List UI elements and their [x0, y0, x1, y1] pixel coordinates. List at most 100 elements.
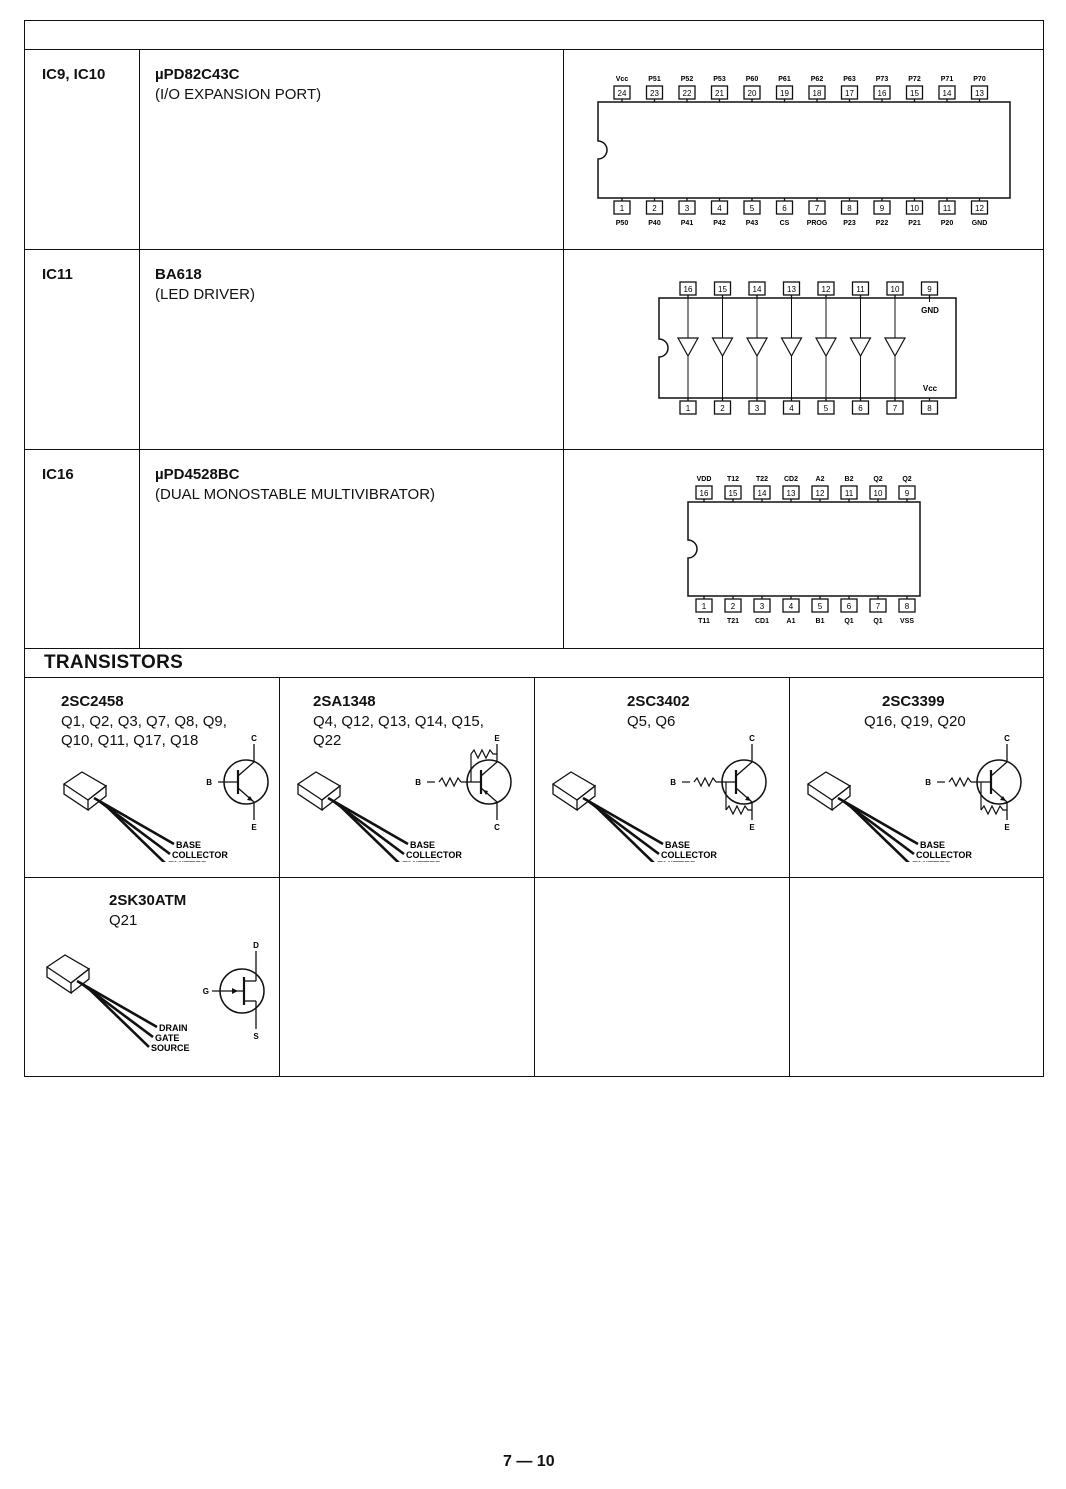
pin-label: T12: [727, 476, 739, 483]
pin-number: 21: [715, 89, 724, 98]
collector-lead: [735, 761, 753, 777]
ic-part-number: µPD82C43C: [155, 66, 240, 83]
package-top: [806, 771, 852, 801]
pin-box: [710, 200, 729, 215]
package-front: [576, 784, 596, 811]
pin-label: B1: [816, 618, 825, 625]
ic-part-number: BA618: [155, 266, 202, 283]
pin-label: Q2: [873, 476, 882, 483]
package-top: [551, 771, 597, 801]
pin-label: P20: [941, 220, 954, 227]
transistor-part: 2SC2458: [61, 693, 124, 710]
row-divider: [24, 49, 1044, 50]
pin-number: 10: [910, 204, 919, 213]
lead-label: EMITTER: [402, 860, 442, 862]
lead-label: COLLECTOR: [661, 850, 717, 860]
ic-description: (LED DRIVER): [155, 286, 256, 303]
package-top: [45, 954, 91, 984]
transistor-part: 2SA1348: [313, 693, 376, 710]
lead-label: EMITTER: [168, 860, 208, 862]
ic-description: (DUAL MONOSTABLE MULTIVIBRATOR): [155, 486, 436, 503]
pin-box: [905, 200, 924, 215]
pin-box: [817, 400, 835, 415]
ic-package-outline: [687, 501, 921, 597]
pin-label: T21: [727, 618, 739, 625]
pin-label: E: [494, 734, 500, 743]
package-side: [552, 784, 578, 812]
pin-number: 14: [753, 285, 762, 294]
driver-triangle: [745, 337, 769, 358]
pin-label: T11: [698, 618, 710, 625]
lead-label: BASE: [176, 840, 201, 850]
transistor-refs-line: Q4, Q12, Q13, Q14, Q15,: [313, 713, 484, 730]
pin-number: 11: [845, 489, 854, 498]
lead-label: BASE: [665, 840, 690, 850]
pin-box: [938, 200, 956, 215]
pin-number: 19: [780, 89, 789, 98]
ic-description: (I/O EXPANSION PORT): [155, 86, 322, 103]
driver-triangle: [676, 337, 700, 358]
package-top: [296, 771, 342, 801]
pin-label: P43: [746, 220, 759, 227]
pin-box: [782, 400, 801, 415]
pin-label: P52: [681, 76, 694, 83]
package-front: [87, 784, 107, 811]
transistor-part: 2SC3402: [627, 693, 690, 710]
lead-label: COLLECTOR: [406, 850, 462, 860]
package-front: [70, 967, 90, 994]
pin-number: 3: [685, 204, 690, 213]
pin-number: 6: [782, 204, 787, 213]
pin-box: [753, 598, 771, 613]
pin-label: CD2: [784, 476, 798, 483]
driver-triangle: [711, 337, 734, 358]
pin-label: P60: [746, 76, 759, 83]
pin-label: P41: [681, 220, 694, 227]
driver-triangle: [814, 337, 838, 358]
pin-number: 13: [787, 489, 796, 498]
pin-number: 9: [927, 285, 932, 294]
lead-label: EMITTER: [912, 860, 952, 862]
emitter-arrow: [745, 796, 751, 801]
package-front: [831, 784, 851, 811]
pin-number: 16: [700, 489, 709, 498]
pin-label: T22: [756, 476, 768, 483]
pin-number: 4: [717, 204, 722, 213]
pin-number: 18: [813, 89, 822, 98]
pin-box: [775, 200, 794, 215]
transistor-refs-line: Q10, Q11, Q17, Q18: [61, 732, 199, 749]
pin-number: 5: [824, 404, 829, 413]
ic9-pinout-diagram: 24Vcc1P5023P512P4022P523P4121P534P4220P6…: [597, 76, 1011, 227]
pin-number: 10: [891, 285, 900, 294]
ic-ref: IC11: [42, 266, 73, 283]
package-side: [807, 784, 833, 812]
page-number: 7 — 10: [503, 1453, 555, 1470]
lead-label: BASE: [920, 840, 945, 850]
transistor-part: 2SC3399: [882, 693, 945, 710]
bias-resistor: [470, 748, 497, 760]
pin-number: 1: [686, 404, 691, 413]
pin-number: 13: [787, 285, 796, 294]
pin-number: 7: [815, 204, 820, 213]
package-front: [321, 784, 341, 811]
pin-number: 3: [760, 602, 765, 611]
pin-box: [873, 200, 891, 215]
emitter-arrow: [483, 790, 488, 795]
transistor-2sc2458-diagram: BASECOLLECTOREMITTERBCE: [62, 734, 269, 862]
pin-box: [645, 200, 664, 215]
pin-label: VDD: [697, 476, 712, 483]
col-divider: [789, 677, 790, 1077]
pin-number: 11: [856, 285, 865, 294]
pin-label: P23: [843, 220, 856, 227]
pin-number: 12: [975, 204, 984, 213]
package-lead: [847, 803, 910, 862]
pin-number: 7: [876, 602, 881, 611]
pin-label: C: [749, 734, 755, 743]
pin-number: 14: [943, 89, 952, 98]
pin-number: 5: [750, 204, 755, 213]
pin-number: 9: [905, 489, 910, 498]
driver-triangle: [780, 337, 803, 358]
pin-number: 20: [748, 89, 757, 98]
pin-label: Vcc: [616, 76, 629, 83]
pin-number: 8: [847, 204, 852, 213]
driver-triangle: [883, 337, 907, 358]
